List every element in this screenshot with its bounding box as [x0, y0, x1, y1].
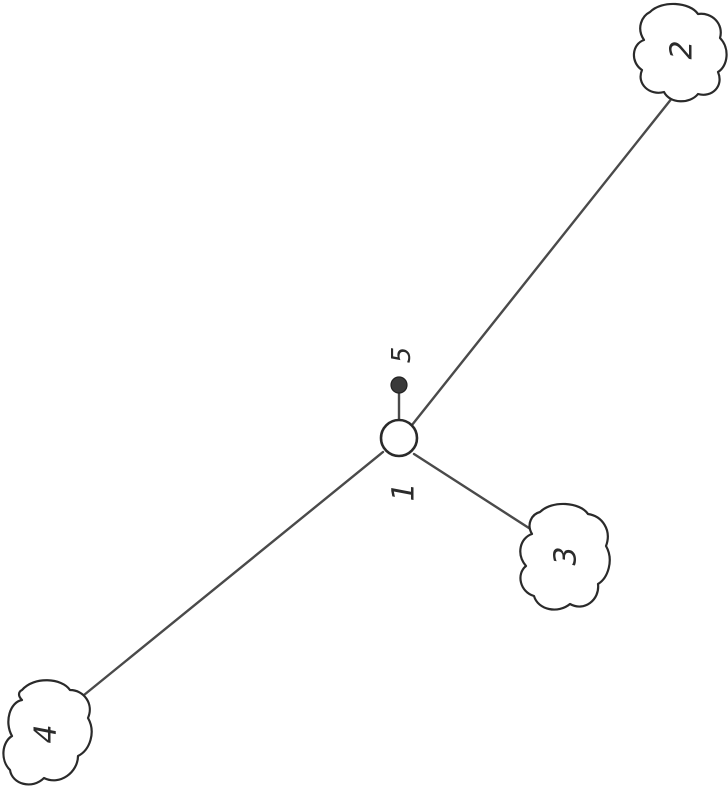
cloud-node-3: 3	[519, 502, 611, 611]
cloud-node-2: 2	[632, 2, 728, 103]
node-label-5: 5	[387, 347, 417, 364]
node-label-2: 2	[665, 40, 700, 59]
dot-node-5: 5	[387, 347, 417, 394]
edge-1-2	[410, 76, 690, 427]
edge-1-3	[412, 452, 534, 532]
cloud-node-4: 4	[2, 679, 93, 786]
node-label-3: 3	[549, 546, 584, 565]
edge-1-4	[66, 450, 385, 710]
node-label-4: 4	[29, 724, 64, 743]
hub-node-1: 1	[379, 418, 422, 502]
node-label-1: 1	[387, 482, 422, 501]
